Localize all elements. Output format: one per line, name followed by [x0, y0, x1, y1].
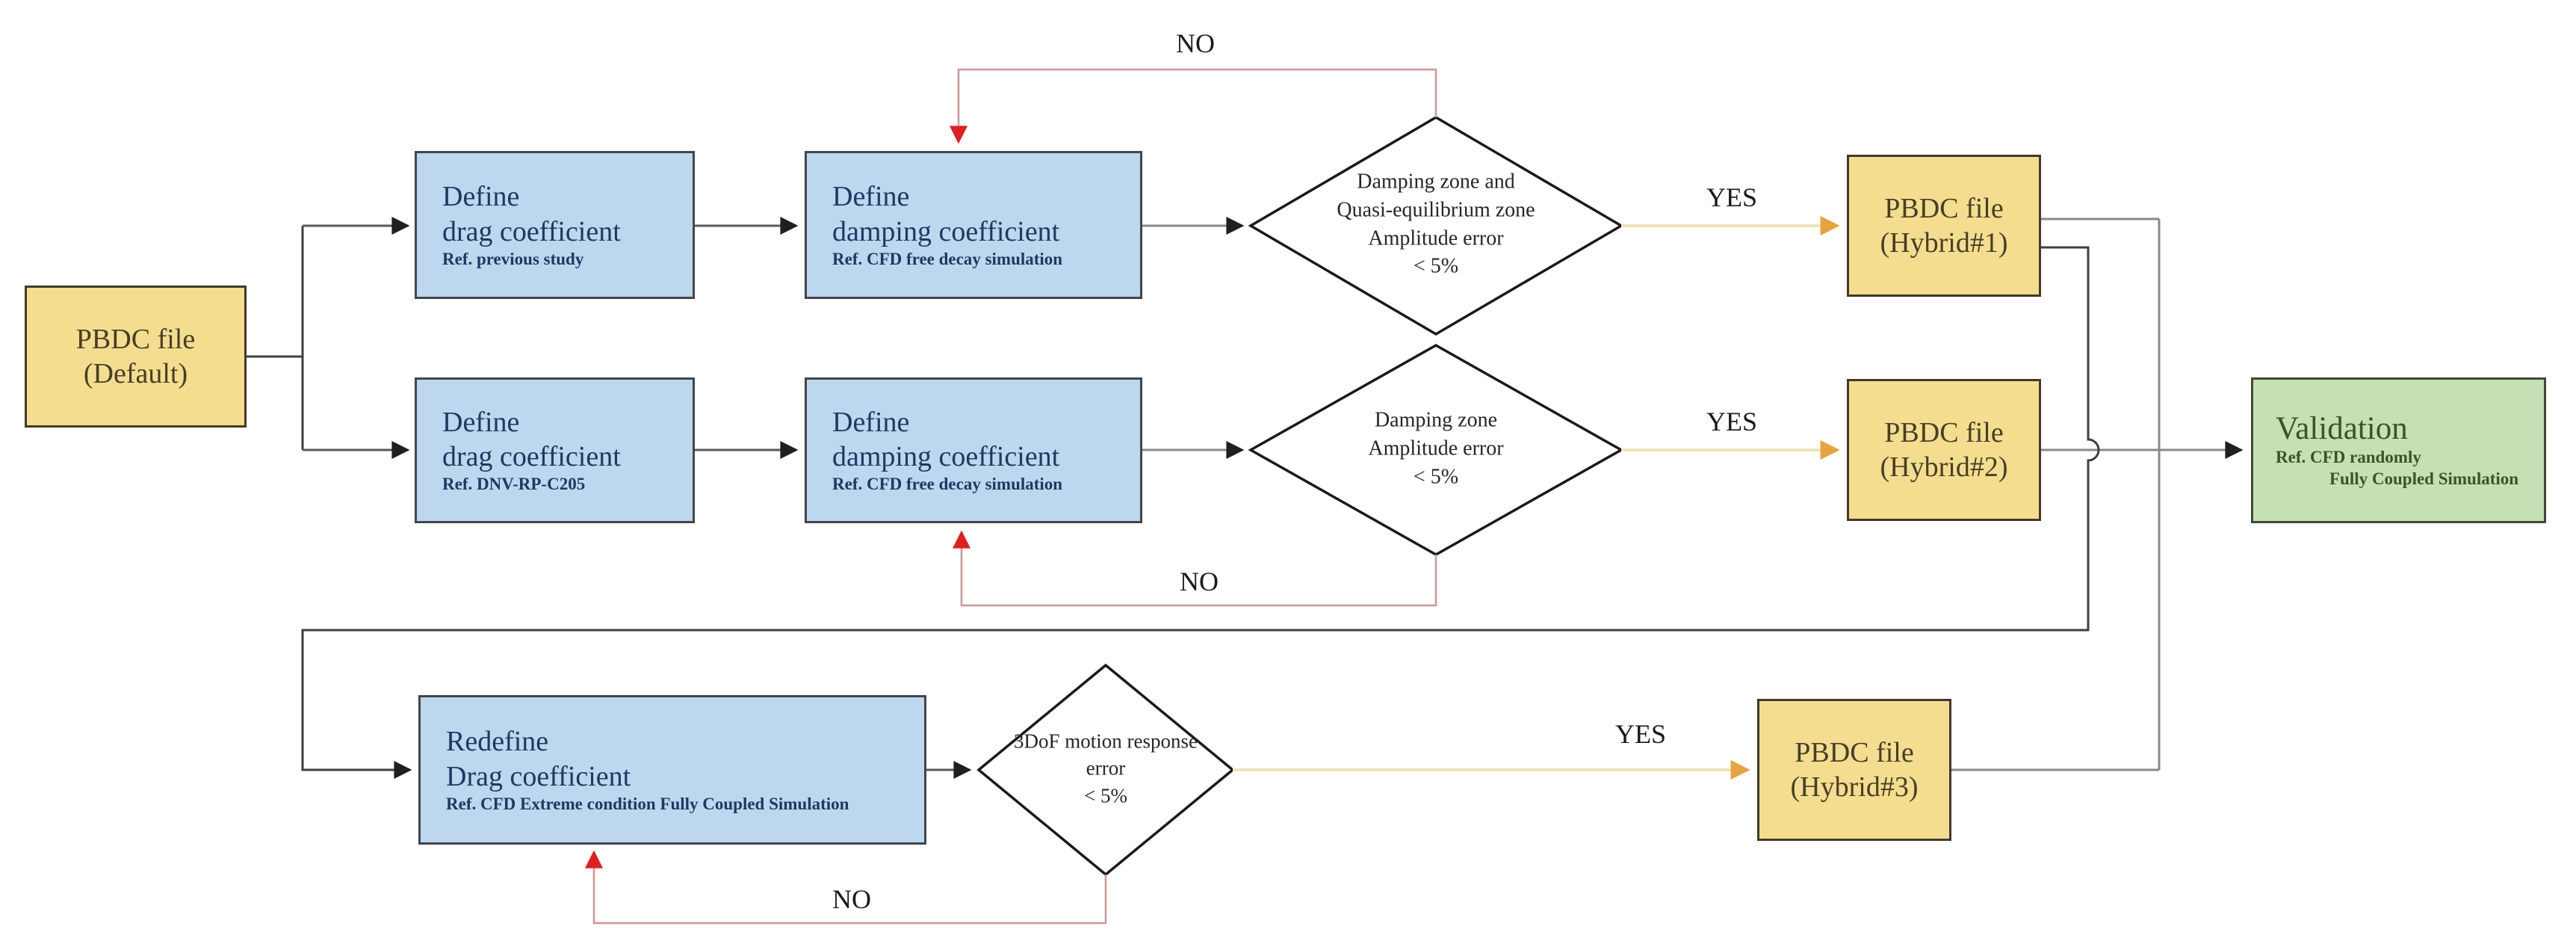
node-validation: Validation Ref. CFD randomly Fully Coupl…: [2251, 377, 2546, 523]
connector-no1-loop: [950, 68, 1437, 144]
node-label: PBDC file: [75, 323, 196, 355]
label-no-3: NO: [832, 884, 871, 914]
label-yes-3: YES: [1614, 719, 1667, 749]
node-label: Define: [832, 181, 910, 213]
decision2-label: Damping zone Amplitude error < 5%: [1368, 406, 1503, 490]
node-label: damping coefficient: [832, 215, 1060, 247]
node-define-damping-2: Define damping coefficient Ref. CFD free…: [805, 377, 1142, 523]
node-label: (Hybrid#3): [1790, 771, 1919, 803]
node-ref: Ref. DNV-RP-C205: [442, 475, 586, 494]
node-label: (Default): [83, 358, 188, 389]
decision-line: < 5%: [1413, 464, 1459, 488]
decision-line: < 5%: [1413, 254, 1459, 278]
decision-line: Damping zone: [1374, 408, 1498, 432]
node-pbdc-hybrid3: PBDC file (Hybrid#3): [1757, 699, 1951, 841]
label-yes-1: YES: [1706, 182, 1758, 212]
label-no-2: NO: [1180, 567, 1219, 596]
node-label: (Hybrid#1): [1880, 227, 2008, 259]
node-ref: Ref. CFD Extreme condition Fully Coupled…: [446, 794, 849, 813]
node-pbdc-hybrid2: PBDC file (Hybrid#2): [1847, 379, 2041, 521]
node-pbdc-hybrid1: PBDC file (Hybrid#1): [1847, 155, 2041, 297]
node-label: (Hybrid#2): [1880, 451, 2008, 483]
decision-line: Quasi-equilibrium zone: [1337, 198, 1535, 222]
node-ref: Ref. previous study: [442, 249, 584, 268]
node-label: PBDC file: [1795, 736, 1914, 768]
node-ref: Ref. CFD free decay simulation: [832, 475, 1063, 494]
connector-no3-loop: [585, 850, 1107, 925]
node-redefine-drag: Redefine Drag coefficient Ref. CFD Extre…: [418, 695, 926, 845]
node-label: PBDC file: [1884, 416, 2004, 448]
node-label: Define: [832, 406, 910, 438]
label-yes-2: YES: [1706, 407, 1758, 437]
decision-line: < 5%: [1084, 784, 1127, 807]
node-define-damping-1: Define damping coefficient Ref. CFD free…: [805, 151, 1142, 299]
node-label: Drag coefficient: [446, 760, 631, 792]
decision-line: error: [1086, 756, 1126, 780]
decision1-label: Damping zone and Quasi-equilibrium zone …: [1337, 167, 1535, 280]
decision-line: Amplitude error: [1368, 226, 1504, 250]
decision3-label: 3DoF motion response error < 5%: [1014, 727, 1198, 809]
node-label: Validation: [2276, 411, 2408, 447]
node-label: drag coefficient: [442, 441, 621, 473]
node-define-drag-1: Define drag coefficient Ref. previous st…: [415, 151, 695, 299]
node-label: drag coefficient: [442, 215, 621, 247]
decision-line: 3DoF motion response: [1014, 730, 1198, 753]
node-label: Define: [442, 181, 520, 213]
label-no-1: NO: [1176, 28, 1215, 58]
node-define-drag-2: Define drag coefficient Ref. DNV-RP-C205: [415, 377, 695, 523]
connector-default-split: [247, 226, 304, 450]
node-label: damping coefficient: [832, 441, 1060, 473]
connector-hybrid1-to-redefine: [301, 246, 2100, 779]
connector-no2-loop: [953, 530, 1437, 607]
node-ref: Ref. CFD randomly: [2276, 448, 2421, 467]
node-ref: Fully Coupled Simulation: [2329, 469, 2519, 489]
node-ref: Ref. CFD free decay simulation: [832, 249, 1063, 268]
node-pbdc-default: PBDC file (Default): [25, 286, 247, 428]
node-label: PBDC file: [1884, 192, 2004, 224]
node-label: Define: [442, 406, 520, 438]
node-label: Redefine: [446, 726, 549, 758]
decision-line: Damping zone and: [1357, 170, 1515, 194]
decision-line: Amplitude error: [1368, 437, 1504, 460]
